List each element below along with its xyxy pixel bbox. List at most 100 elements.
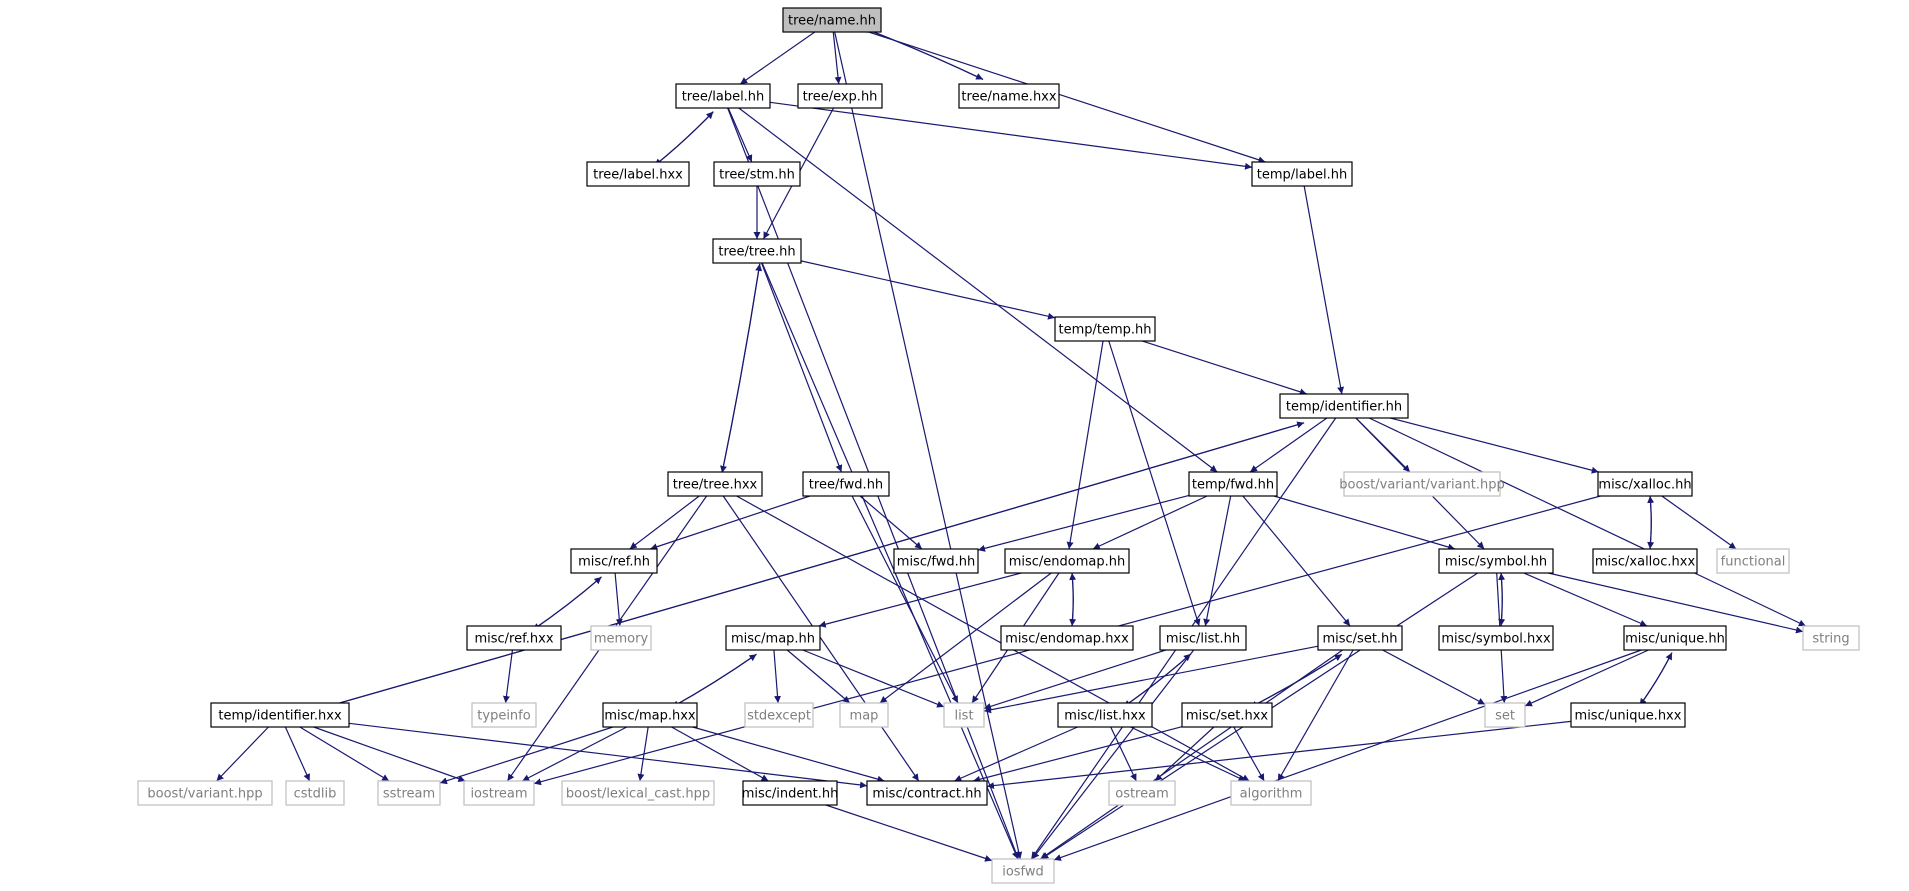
edge-misc-endomap-hh-to-map <box>879 572 1052 704</box>
node-misc-endomap-hh[interactable]: misc/endomap.hh <box>1004 548 1130 574</box>
node-box <box>742 780 838 806</box>
node-tree-name-hh[interactable]: tree/name.hh <box>782 7 882 33</box>
node-misc-contract-hh[interactable]: misc/contract.hh <box>866 780 988 806</box>
node-label: sstream <box>383 787 435 802</box>
node-misc-endomap-hxx[interactable]: misc/endomap.hxx <box>1000 625 1134 651</box>
node-label: boost/lexical_cast.hpp <box>566 787 710 802</box>
node-box <box>1592 548 1698 574</box>
node-temp-identifier-hxx[interactable]: temp/identifier.hxx <box>210 702 350 728</box>
node-box <box>1597 471 1693 497</box>
edge-tree-tree-hh-to-temp-temp-hh <box>800 260 1056 320</box>
node-misc-fwd-hh[interactable]: misc/fwd.hh <box>893 548 979 574</box>
node-box <box>782 7 882 33</box>
node-box <box>1438 548 1554 574</box>
node-temp-temp-hh[interactable]: temp/temp.hh <box>1054 316 1156 342</box>
node-misc-map-hxx[interactable]: misc/map.hxx <box>602 702 698 728</box>
edge-tree-tree-hxx-to-tree-tree-hh <box>721 263 763 474</box>
node-misc-ref-hxx[interactable]: misc/ref.hxx <box>466 625 562 651</box>
edge-misc-set-hh-to-algorithm <box>1277 649 1354 782</box>
edge-tree-name-hh-to-tree-exp-hh <box>832 31 842 85</box>
edge-misc-map-hh-to-map <box>786 649 851 704</box>
edge-misc-map-hxx-to-misc-map-hh <box>671 653 757 708</box>
node-label: list <box>954 709 973 724</box>
node-misc-xalloc-hxx[interactable]: misc/xalloc.hxx <box>1592 548 1698 574</box>
node-box <box>712 238 802 264</box>
edge-temp-fwd-hh-to-misc-set-hh <box>1242 495 1351 627</box>
node-box <box>991 858 1055 884</box>
node-misc-set-hxx[interactable]: misc/set.hxx <box>1181 702 1273 728</box>
node-misc-ref-hh[interactable]: misc/ref.hh <box>570 548 658 574</box>
node-label: cstdlib <box>294 787 337 802</box>
node-misc-unique-hxx[interactable]: misc/unique.hxx <box>1570 702 1686 728</box>
edge-misc-symbol-hh-to-misc-unique-hh <box>1523 572 1648 627</box>
node-box <box>285 780 345 806</box>
node-label: misc/ref.hh <box>578 555 650 570</box>
node-misc-list-hh[interactable]: misc/list.hh <box>1159 625 1247 651</box>
node-label: misc/map.hh <box>731 632 815 647</box>
edge-temp-identifier-hxx-to-temp-identifier-hh <box>322 421 1305 709</box>
node-label: misc/list.hxx <box>1064 709 1146 724</box>
node-label: misc/list.hh <box>1166 632 1240 647</box>
edge-temp-fwd-hh-to-misc-fwd-hh <box>977 494 1190 552</box>
node-tree-label-hxx[interactable]: tree/label.hxx <box>586 161 690 187</box>
node-temp-identifier-hh[interactable]: temp/identifier.hh <box>1279 393 1409 419</box>
edge-misc-ref-hh-to-memory <box>614 572 623 627</box>
node-box <box>1251 161 1353 187</box>
node-temp-fwd-hh[interactable]: temp/fwd.hh <box>1188 471 1278 497</box>
node-tree-exp-hh[interactable]: tree/exp.hh <box>797 83 883 109</box>
edge-temp-temp-hh-to-temp-identifier-hh <box>1142 340 1307 396</box>
edge-tree-tree-hxx-to-misc-contract-hh <box>722 495 920 782</box>
edge-temp-identifier-hh-to-temp-identifier-hxx <box>322 422 1305 710</box>
edge-misc-list-hh-to-list <box>983 649 1166 710</box>
node-tree-fwd-hh[interactable]: tree/fwd.hh <box>802 471 890 497</box>
node-label: boost/variant/variant.hpp <box>1339 478 1505 493</box>
edge-misc-list-hh-to-iosfwd <box>1031 649 1195 860</box>
edge-misc-unique-hh-to-set <box>1524 649 1649 707</box>
node-cstdlib: cstdlib <box>285 780 345 806</box>
node-label: tree/name.hxx <box>961 90 1056 105</box>
node-box <box>1623 625 1727 651</box>
node-label: tree/label.hxx <box>593 168 683 183</box>
node-misc-xalloc-hh[interactable]: misc/xalloc.hh <box>1597 471 1693 497</box>
node-memory: memory <box>590 625 652 651</box>
node-label: boost/variant.hpp <box>147 787 262 802</box>
node-box <box>866 780 988 806</box>
node-box <box>1279 393 1409 419</box>
node-label: tree/exp.hh <box>803 90 878 105</box>
node-box <box>1716 548 1790 574</box>
node-tree-tree-hh[interactable]: tree/tree.hh <box>712 238 802 264</box>
node-box <box>943 702 985 728</box>
node-functional: functional <box>1716 548 1790 574</box>
node-tree-tree-hxx[interactable]: tree/tree.hxx <box>667 471 763 497</box>
node-ostream: ostream <box>1108 780 1176 806</box>
node-misc-symbol-hh[interactable]: misc/symbol.hh <box>1438 548 1554 574</box>
node-label: misc/map.hxx <box>604 709 696 724</box>
node-label: misc/ref.hxx <box>474 632 553 647</box>
node-label: misc/xalloc.hxx <box>1595 555 1696 570</box>
node-tree-label-hh[interactable]: tree/label.hh <box>675 83 771 109</box>
node-typeinfo: typeinfo <box>471 702 537 728</box>
node-misc-set-hh[interactable]: misc/set.hh <box>1317 625 1403 651</box>
node-temp-label-hh[interactable]: temp/label.hh <box>1251 161 1353 187</box>
node-label: typeinfo <box>477 709 530 724</box>
edge-misc-map-hh-to-list <box>802 649 945 708</box>
node-misc-indent-hh[interactable]: misc/indent.hh <box>742 780 839 806</box>
node-label: algorithm <box>1240 787 1303 802</box>
node-label: misc/symbol.hxx <box>1441 632 1551 647</box>
node-label: tree/fwd.hh <box>809 478 883 493</box>
node-box <box>1343 471 1501 497</box>
node-misc-list-hxx[interactable]: misc/list.hxx <box>1057 702 1153 728</box>
edge-tree-label-hh-to-temp-fwd-hh <box>738 107 1218 473</box>
node-box <box>1181 702 1273 728</box>
edge-misc-unique-hh-to-iosfwd <box>1053 649 1642 861</box>
node-tree-stm-hh[interactable]: tree/stm.hh <box>713 161 801 187</box>
node-tree-name-hxx[interactable]: tree/name.hxx <box>958 83 1060 109</box>
node-misc-unique-hh[interactable]: misc/unique.hh <box>1623 625 1727 651</box>
node-box <box>471 702 537 728</box>
node-boost-variant-variant-hpp: boost/variant/variant.hpp <box>1339 471 1505 497</box>
edge-misc-map-hxx-to-misc-contract-hh <box>692 726 885 783</box>
node-label: map <box>850 709 879 724</box>
node-box <box>1188 471 1278 497</box>
node-misc-map-hh[interactable]: misc/map.hh <box>725 625 821 651</box>
node-misc-symbol-hxx[interactable]: misc/symbol.hxx <box>1438 625 1554 651</box>
